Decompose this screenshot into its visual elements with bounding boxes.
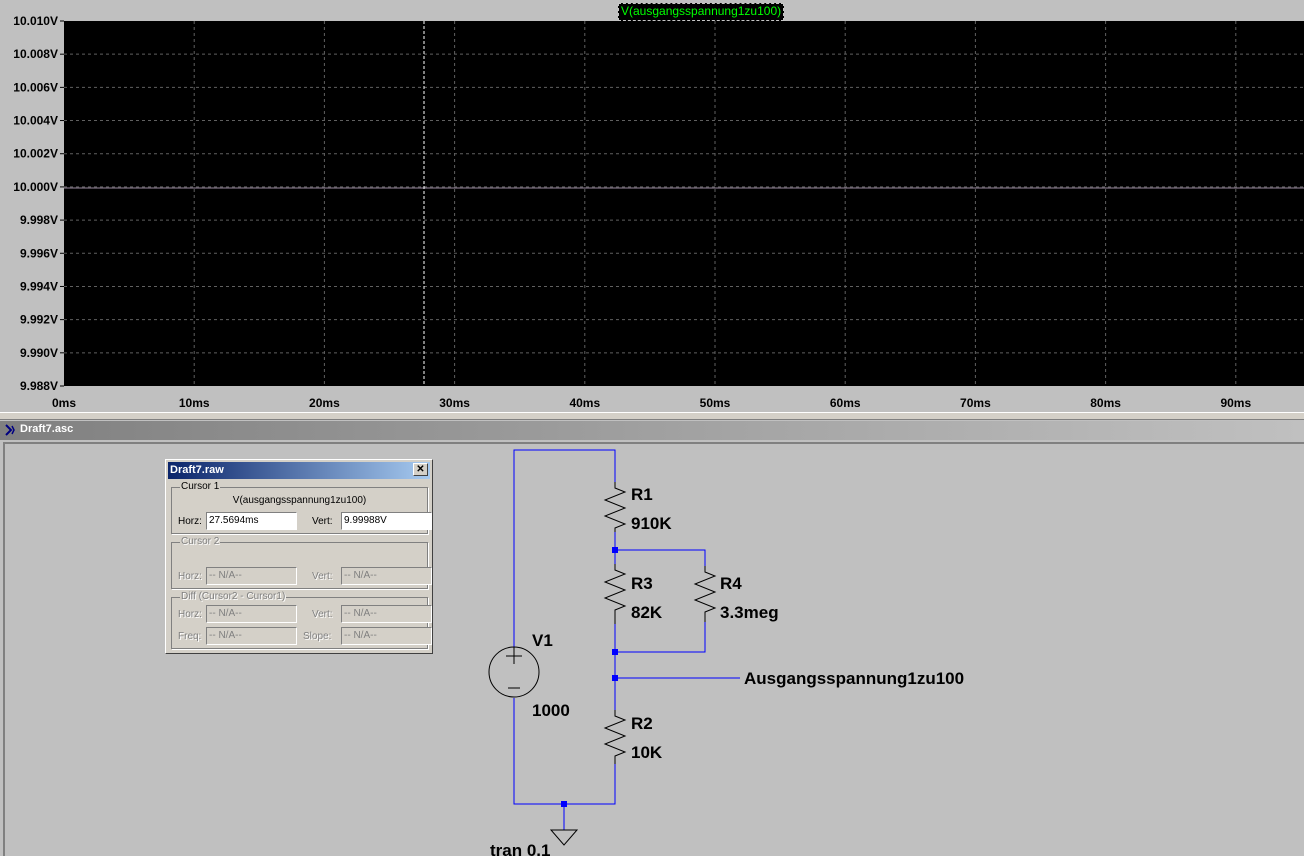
cursor1-horz-label: Horz: xyxy=(178,516,202,527)
plot-area[interactable] xyxy=(64,21,1304,386)
cursor2-horz-label: Horz: xyxy=(178,571,202,582)
y-tick-label: 9.990V xyxy=(20,346,58,360)
x-tick-label: 80ms xyxy=(1090,396,1121,410)
pane-splitter[interactable] xyxy=(0,412,1304,420)
dialog-titlebar[interactable]: Draft7.raw ✕ xyxy=(168,462,430,479)
cursor1-legend: Cursor 1 xyxy=(180,481,221,492)
x-tick-label: 60ms xyxy=(830,396,861,410)
wire-r4-bottom xyxy=(615,622,706,653)
wire-left xyxy=(513,449,616,648)
diff-vert-label: Vert: xyxy=(312,609,333,620)
y-tick-label: 10.010V xyxy=(13,14,58,28)
y-tick-label: 9.996V xyxy=(20,246,58,260)
r4-value[interactable]: 3.3meg xyxy=(720,603,779,622)
close-button[interactable]: ✕ xyxy=(413,463,428,476)
x-tick-label: 20ms xyxy=(309,396,340,410)
y-tick-label: 10.002V xyxy=(13,147,58,161)
ground-icon[interactable] xyxy=(549,829,579,846)
resistor-r3-symbol[interactable] xyxy=(603,564,627,624)
y-tick-label: 9.992V xyxy=(20,313,58,327)
r2-name[interactable]: R2 xyxy=(631,714,653,733)
y-tick-label: 9.988V xyxy=(20,379,58,393)
schematic-titlebar[interactable]: Draft7.asc xyxy=(0,421,1304,440)
diff-group: Diff (Cursor2 - Cursor1) Horz: -- N/A-- … xyxy=(171,591,432,649)
x-tick-label: 40ms xyxy=(569,396,600,410)
x-gridlines xyxy=(193,21,1237,386)
y-tick-label: 10.004V xyxy=(13,114,58,128)
cursor2-vert-label: Vert: xyxy=(312,571,333,582)
v1-name[interactable]: V1 xyxy=(532,631,553,650)
x-axis-labels: 0ms 10ms 20ms 30ms 40ms 50ms 60ms 70ms 80ms 90ms xyxy=(52,396,1251,410)
diff-slope-label: Slope: xyxy=(303,631,332,642)
cursor-dialog[interactable]: Draft7.raw ✕ Cursor 1 V(ausgangsspannung… xyxy=(165,459,433,654)
diff-vert-field: -- N/A-- xyxy=(341,605,432,623)
diff-slope-field: -- N/A-- xyxy=(341,627,432,645)
junctions xyxy=(561,547,618,807)
cursor1-vert-field[interactable]: 9.99988V xyxy=(341,512,432,530)
waveform-plot[interactable]: 10.010V 10.008V 10.006V 10.004V 10.002V 10.00… xyxy=(0,0,1304,412)
resistor-r2-symbol[interactable] xyxy=(603,710,627,764)
cursor2-legend: Cursor 2 xyxy=(180,536,221,547)
r1-name[interactable]: R1 xyxy=(631,485,653,504)
r3-value[interactable]: 82K xyxy=(631,603,663,622)
trace-label[interactable]: V(ausgangsspannung1zu100) xyxy=(618,3,785,21)
x-tick-label: 10ms xyxy=(179,396,210,410)
x-tick-label: 70ms xyxy=(960,396,991,410)
cursor2-group: Cursor 2 Horz: -- N/A-- Vert: -- N/A-- xyxy=(171,536,432,589)
diff-legend: Diff (Cursor2 - Cursor1) xyxy=(180,591,287,602)
y-tick-label: 9.998V xyxy=(20,213,58,227)
r4-name[interactable]: R4 xyxy=(720,574,742,593)
diff-horz-field: -- N/A-- xyxy=(206,605,297,623)
net-label-output[interactable]: Ausgangsspannung1zu100 xyxy=(744,669,964,688)
cursor2-vert-field: -- N/A-- xyxy=(341,567,432,585)
y-axis-labels: 10.010V 10.008V 10.006V 10.004V 10.002V 10.00… xyxy=(13,14,64,393)
waveform-pane[interactable]: 10.010V 10.008V 10.006V 10.004V 10.002V 10.00… xyxy=(0,0,1304,412)
y-tick-label: 10.008V xyxy=(13,47,58,61)
voltage-source-v1-symbol[interactable] xyxy=(488,646,540,698)
cursor2-horz-field: -- N/A-- xyxy=(206,567,297,585)
y-tick-label: 10.000V xyxy=(13,180,58,194)
v1-value[interactable]: 1000 xyxy=(532,701,570,720)
y-tick-label: 10.006V xyxy=(13,80,58,94)
dialog-title: Draft7.raw xyxy=(170,464,224,476)
schematic-drawing[interactable]: R1 910K R3 82K R4 3.3meg V1 1000 R2 10K … xyxy=(3,442,1304,856)
r3-name[interactable]: R3 xyxy=(631,574,653,593)
resistor-r1-symbol[interactable] xyxy=(603,482,627,532)
cursor1-trace-name: V(ausgangsspannung1zu100) xyxy=(232,495,367,506)
schematic-icon xyxy=(5,424,15,436)
cursor1-group: Cursor 1 V(ausgangsspannung1zu100) Horz:… xyxy=(171,481,432,534)
diff-freq-label: Freq: xyxy=(178,631,202,642)
diff-horz-label: Horz: xyxy=(178,609,202,620)
y-tick-label: 9.994V xyxy=(20,279,58,293)
spice-directive[interactable]: tran 0.1 xyxy=(490,841,550,856)
r1-value[interactable]: 910K xyxy=(631,514,672,533)
x-tick-label: 0ms xyxy=(52,396,76,410)
x-tick-label: 90ms xyxy=(1220,396,1251,410)
diff-freq-field: -- N/A-- xyxy=(206,627,297,645)
cursor1-vert-label: Vert: xyxy=(312,516,333,527)
schematic-title: Draft7.asc xyxy=(20,423,74,435)
r2-value[interactable]: 10K xyxy=(631,743,663,762)
y-gridlines xyxy=(64,53,1304,354)
resistor-r4-symbol[interactable] xyxy=(693,566,717,622)
cursor1-horz-field[interactable]: 27.5694ms xyxy=(206,512,297,530)
wire-r4-top xyxy=(615,549,706,566)
x-tick-label: 50ms xyxy=(700,396,731,410)
x-tick-label: 30ms xyxy=(439,396,470,410)
